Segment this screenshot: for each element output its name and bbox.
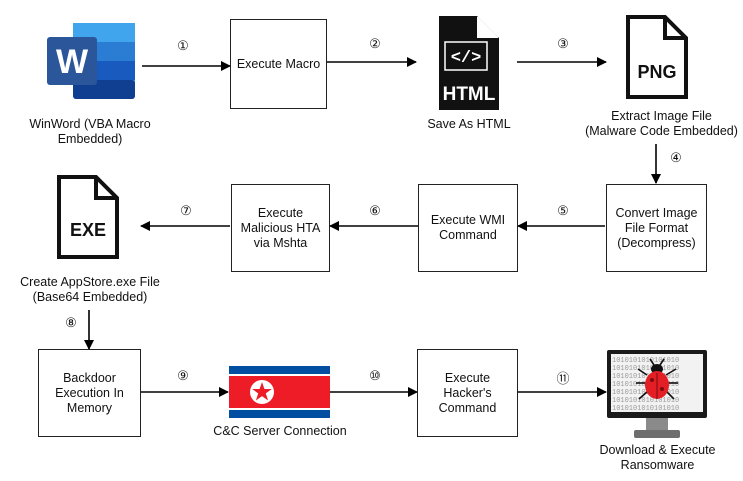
word-icon: W <box>47 23 135 99</box>
step-number-6: ⑥ <box>369 203 381 218</box>
step-number-4: ④ <box>670 150 682 165</box>
svg-text:PNG: PNG <box>637 62 676 82</box>
step-number-3: ③ <box>557 36 569 51</box>
html-file-icon: </> HTML <box>439 16 499 110</box>
caption-cnc: C&C Server Connection <box>213 424 347 438</box>
svg-text:HTML: HTML <box>443 84 496 105</box>
step-execute-hta: Execute Malicious HTA via Mshta <box>231 184 330 272</box>
svg-text:1010101010101010: 1010101010101010 <box>612 373 679 381</box>
step-number-8: ⑧ <box>65 315 77 330</box>
bug-icon <box>636 358 678 400</box>
step-number-10: ⑩ <box>369 368 381 383</box>
step-number-11: ⑪ <box>556 371 570 386</box>
svg-text:1010101010101010: 1010101010101010 <box>612 365 679 373</box>
svg-text:</>: </> <box>451 49 482 68</box>
svg-text:EXE: EXE <box>70 220 106 240</box>
step-convert-image: Convert Image File Format (Decompress) <box>606 184 707 272</box>
step-number-5: ⑤ <box>557 203 569 218</box>
step-number-9: ⑨ <box>177 368 189 383</box>
step-number-1: ① <box>177 38 189 53</box>
step-execute-command: Execute Hacker's Command <box>417 349 518 437</box>
caption-download: Download & Execute Ransomware <box>599 443 716 472</box>
ransomware-monitor-icon: 1010101010101010 1010101010101010 101010… <box>607 350 707 438</box>
svg-text:1010101010101010: 1010101010101010 <box>612 405 679 413</box>
caption-winword: WinWord (VBA Macro Embedded) <box>29 117 151 146</box>
svg-text:1010101010101010: 1010101010101010 <box>612 357 679 365</box>
exe-file-icon: EXE <box>57 175 119 259</box>
step-backdoor: Backdoor Execution In Memory <box>38 349 141 437</box>
caption-create-exe: Create AppStore.exe File (Base64 Embedde… <box>20 275 160 304</box>
png-file-icon: PNG <box>626 15 688 99</box>
step-number-2: ② <box>369 36 381 51</box>
svg-text:1010101010101010: 1010101010101010 <box>612 397 679 405</box>
step-number-7: ⑦ <box>180 203 192 218</box>
north-korea-flag-icon <box>229 366 330 418</box>
caption-save-html: Save As HTML <box>427 117 511 131</box>
step-execute-wmi: Execute WMI Command <box>418 184 518 272</box>
step-execute-macro: Execute Macro <box>230 19 327 109</box>
caption-extract-image: Extract Image File (Malware Code Embedde… <box>585 109 738 138</box>
svg-text:W: W <box>56 43 89 81</box>
